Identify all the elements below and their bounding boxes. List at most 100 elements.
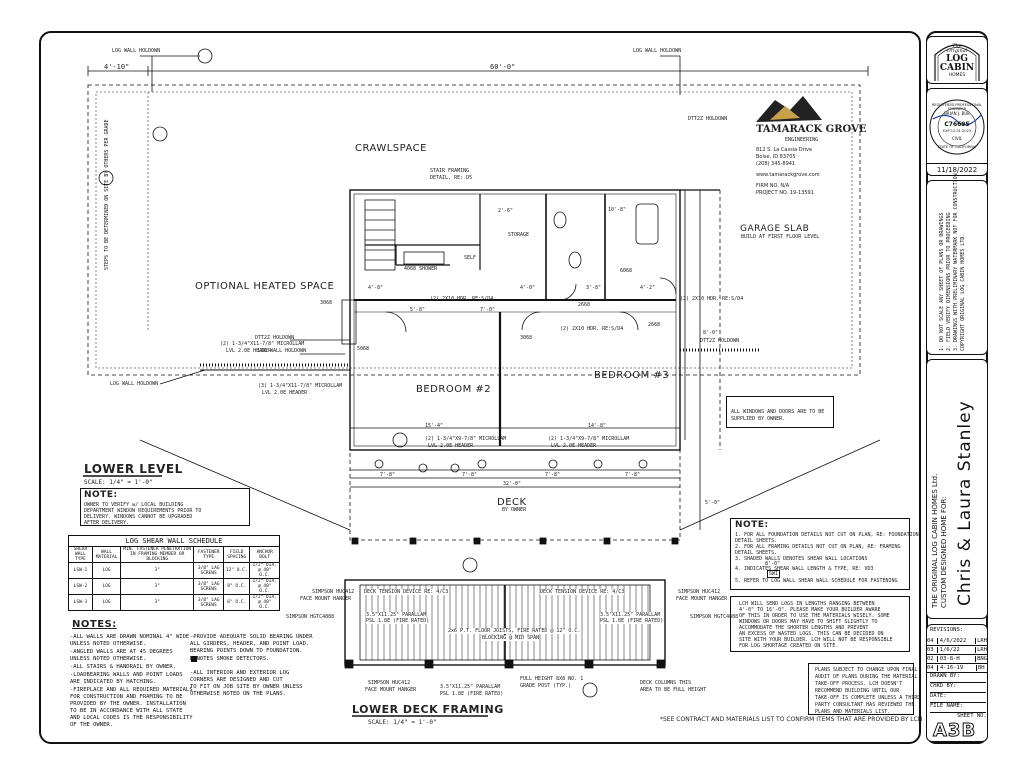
firm-website: www.tamarackgrove.com xyxy=(756,172,820,178)
note-line: -ALL WALLS ARE DRAWN NOMINAL 4" WIDE xyxy=(70,634,190,640)
callout-simpson-sub: FACE MOUNT HANGER xyxy=(676,596,728,602)
disclaimer-line: COPYRIGHT ORIGINAL LOG CABIN HOMES LTD. xyxy=(960,233,966,351)
schedule-cell: 3" xyxy=(120,578,195,595)
callout-steps: STEPS TO BE DETERMINED ON SITE BY OTHERS… xyxy=(104,119,110,270)
note-line: DEPARTMENT WINDOW REQUIREMENTS PRIOR TO xyxy=(84,508,202,514)
garage-slab-note: BUILD AT FIRST FLOOR LEVEL xyxy=(741,234,820,240)
note-line: ARE INDICATED BY HATCHING. xyxy=(70,679,157,685)
callout-log-holdown: LOG WALL HOLDOWN xyxy=(633,48,682,54)
note-line: PROVIDED BY THE OWNER. INSTALLATION xyxy=(70,701,186,707)
dim-overall: 60'-0" xyxy=(490,63,516,71)
revision-by: LRH xyxy=(977,647,987,653)
schedule-header-row: SHEAR WALL TYPE WALL MATERIAL MIN. FASTE… xyxy=(68,546,280,563)
dim-top-left: 4'-10" xyxy=(104,63,130,71)
revision-date: 4-16-19 xyxy=(938,665,977,671)
logo-text: LOG xyxy=(946,54,968,64)
dim-segment: 3'-8" xyxy=(586,285,602,291)
dim-segment: 5'-0" xyxy=(705,500,721,506)
door-tag: 3068 xyxy=(320,300,333,306)
callout-parallam: 3.5"X11.25" PARALLAM xyxy=(600,612,661,618)
schedule-cell: 1/2" DIA. @ 48" O.C. xyxy=(249,562,280,579)
shower-label: 4068 SHOWER xyxy=(404,266,438,272)
sheet-number: A3B xyxy=(932,720,977,742)
dim-segment: 4'-2" xyxy=(640,285,656,291)
note-line: PARTY CONSULTANT HAS REVIEWED THE xyxy=(815,702,915,708)
room-label-crawlspace: CRAWLSPACE xyxy=(355,143,427,154)
note-title: NOTE: xyxy=(735,520,769,530)
firm-name: TAMARACK GROVE xyxy=(756,124,867,135)
room-label-bedroom-3: BEDROOM #3 xyxy=(594,370,670,381)
callout-blocking: BLOCKING @ MID SPAN xyxy=(482,635,540,641)
logo-text: The xyxy=(952,43,962,49)
notes-title: NOTES: xyxy=(72,619,117,630)
schedule-cell: 1/2" DIA. @ 48" O.C. xyxy=(249,578,280,595)
callout-tension-device: DECK TENSION DEVICE RE: 4/C3 xyxy=(364,589,449,595)
note-line: -ALL INTERIOR AND EXTERIOR LOG xyxy=(190,670,290,676)
revision-no: 03 xyxy=(927,647,938,653)
note-box-general: NOTE: 1. FOR ALL FOUNDATION DETAILS NOT … xyxy=(730,518,919,590)
schedule-header: WALL MATERIAL xyxy=(91,546,122,563)
engineer-seal-icon xyxy=(929,99,985,155)
note-line: TAKE-OFF PROCESS. LCH DOESN'T xyxy=(815,681,903,687)
callout-microlam-grade: LVL 2.0E HEADER xyxy=(551,443,597,449)
note-line: TO BE IN ACCORDANCE WITH ALL STATE xyxy=(70,708,183,714)
dim-deck-width: 32'-0" xyxy=(503,481,522,487)
note-line: SUPPLIED BY OWNER. xyxy=(731,416,786,422)
callout-parallam: 3.5"X11.25" PARALLAM xyxy=(366,612,427,618)
callout-microlam: (3) 1-3/4"X11-7/8" MICROLLAM xyxy=(258,383,343,389)
callout-grade-post: FULL HEIGHT 8X8 NO. 1 xyxy=(520,676,584,682)
client-name: Chris & Laura Stanley xyxy=(955,400,975,606)
dim-segment: 7'-8" xyxy=(625,472,641,478)
logo-text: CABIN xyxy=(939,63,975,73)
callout-simpson-sub: FACE MOUNT HANGER xyxy=(300,596,352,602)
callout-dtt2z: DTT2Z HOLDOWN xyxy=(700,338,740,344)
note-line: OF THIS IN ORDER TO USE THE MATERIALS WI… xyxy=(739,613,890,619)
callout-deck-columns: DECK COLUMNS THIS xyxy=(640,680,692,686)
log-cabin-logo-icon xyxy=(934,44,980,81)
schedule-row: LSW-3 LOG 3" 3/8" LAG SCREWS 6" O.C. 1/2… xyxy=(68,594,280,611)
header-callout: (2) 2X10 HDR. RE:S/D4 xyxy=(430,296,494,302)
schedule-cell: 3/8" LAG SCREWS xyxy=(193,562,225,579)
note-line: PLANS AND MATERIALS LIST. xyxy=(815,709,891,715)
revision-date: 4/6/2022 xyxy=(938,638,977,644)
schedule-header: FASTENER TYPE xyxy=(193,546,225,563)
callout-microlam: (2) 1-3/4"X9-7/8" MICROLLAM xyxy=(548,436,630,442)
note-line: DENOTES SMOKE DETECTORS. xyxy=(190,656,270,662)
revision-date: 1/6/22 xyxy=(938,647,977,653)
note-line: TO FIT ON JOB SITE BY OWNER UNLESS xyxy=(190,684,303,690)
note-line: 3. SHADED WALLS DENOTES SHEAR WALL LOCAT… xyxy=(735,556,868,562)
note-line: -ALL STAIRS & HANDRAIL BY OWNER. xyxy=(70,664,176,670)
revision-no: 04 xyxy=(927,638,938,644)
schedule-cell: 8" O.C. xyxy=(223,578,251,595)
revision-by: BH xyxy=(978,665,985,671)
note-line: AFTER DELIVERY. xyxy=(84,520,130,526)
schedule-header: MIN. FASTENER PENETRATION IN FRAMING MEM… xyxy=(120,546,195,563)
note-line: 4'-0" TO 16'-0". PLEASE MAKE YOUR BUILDE… xyxy=(739,607,881,613)
schedule-cell: 3" xyxy=(120,594,195,611)
note-line: RECOMMEND BUILDING UNTIL OUR xyxy=(815,688,900,694)
project-number: PROJECT NO. 19-13591 xyxy=(756,190,814,196)
note-box-log-lengths: LCH WILL SEND LOGS IN LENGTHS RANGING BE… xyxy=(730,596,910,652)
deck-by-owner: BY OWNER xyxy=(502,507,527,513)
callout-parallam: 3.5"X11.25" PARALLAM xyxy=(440,684,501,690)
note-line: -PROVIDE ADEQUATE SOLID BEARING UNDER xyxy=(190,634,313,640)
revision-no: 02 xyxy=(927,656,938,662)
shear-symbol-length: 8'-0" xyxy=(765,561,781,567)
note-line: DETAIL SHEETS. xyxy=(735,538,778,544)
note-line: TAKE-OFF IS COMPLETE UNLESS A THIRD xyxy=(815,695,921,701)
engineer-stamp-cell: REGISTERED PROFESSIONAL ENGINEER BRIAN J… xyxy=(926,88,988,176)
revisions-title: REVISIONS: xyxy=(930,627,964,633)
dim-segment: 4'-8" xyxy=(368,285,384,291)
firm-address: 812 S. La Cassia Drive xyxy=(756,147,813,153)
drawing-sheet-border xyxy=(39,31,921,744)
schedule-cell: 3/8" LAG SCREWS xyxy=(193,594,225,611)
dim-segment: 8'-0" xyxy=(703,330,719,336)
room-label-garage-slab: GARAGE SLAB xyxy=(740,224,810,234)
note-line: DETAIL SHEETS. xyxy=(735,550,778,556)
disclaimer-line: 1. DO NOT SCALE ANY SHEET OF PLANS OR DR… xyxy=(939,212,945,351)
schedule-cell: LSW-2 xyxy=(68,578,93,595)
note-line: AUDIT OF PLANS DURING THE MATERIAL xyxy=(815,674,918,680)
callout-simpson: SIMPSON HGTC4888 xyxy=(690,614,739,620)
callout-simpson: SIMPSON HGTC4888 xyxy=(286,614,335,620)
